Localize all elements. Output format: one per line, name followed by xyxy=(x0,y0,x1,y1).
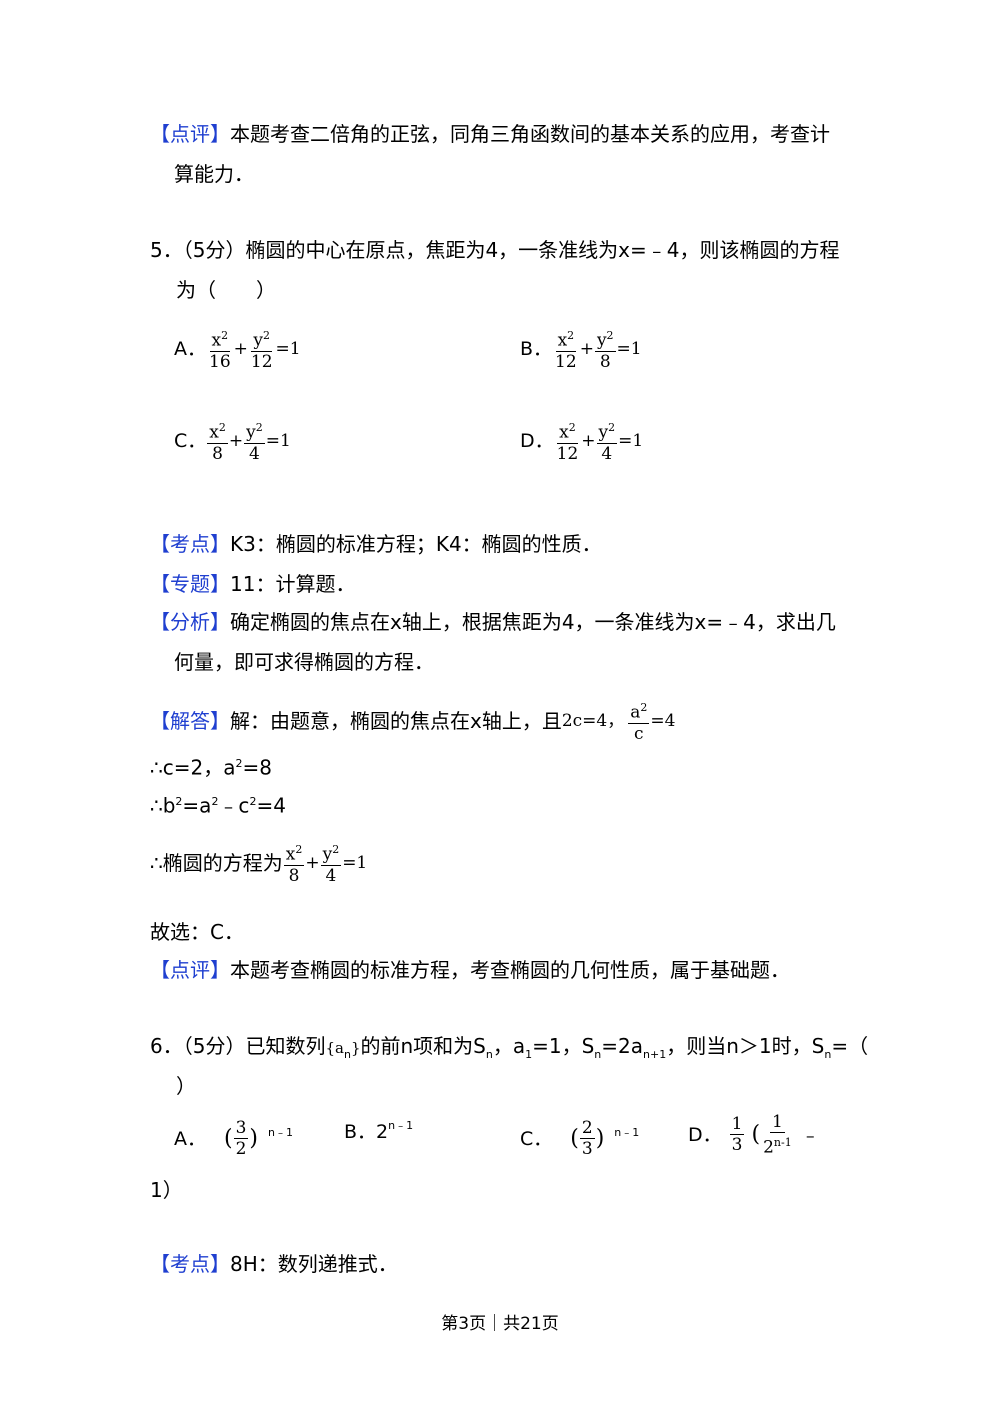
q5-stem-cont: 为（ ） xyxy=(176,278,276,302)
q5-step-1: ∴c=2，a2=8 xyxy=(150,755,272,780)
q5-kaodian: 【考点】K3：椭圆的标准方程；K4：椭圆的性质． xyxy=(150,530,602,558)
q5-step-2: ∴b2=a2﹣c2=4 xyxy=(150,793,286,818)
review-line-2: 算能力． xyxy=(174,160,254,188)
review-tag: 【点评】 xyxy=(150,122,230,146)
jieda-eq1: 2c=4， xyxy=(561,710,625,731)
equation-rhs: =1 xyxy=(265,430,291,451)
dianping-tag: 【点评】 xyxy=(150,958,230,982)
q6-stem-line-2: ） xyxy=(176,1074,196,1098)
option-label: A． xyxy=(174,337,206,360)
kaodian-text: K3：椭圆的标准方程；K4：椭圆的性质． xyxy=(230,532,602,556)
option-label: B． xyxy=(520,337,553,360)
kaodian-tag: 【考点】 xyxy=(150,532,230,556)
fenxi-tag: 【分析】 xyxy=(150,610,230,634)
option-label: C． xyxy=(174,429,207,452)
q6-stem-line-1: 6．（5分）已知数列{an}的前n项和为Sn，a1=1，Sn=2an+1，则当n… xyxy=(150,1034,869,1061)
dianping-text: 本题考查椭圆的标准方程，考查椭圆的几何性质，属于基础题． xyxy=(230,958,790,982)
review-line-1: 【点评】本题考查二倍角的正弦，同角三角函数间的基本关系的应用，考查计 xyxy=(150,120,830,148)
kaodian-text: 8H：数列递推式． xyxy=(230,1252,398,1276)
q6-option-d-cont: 1） xyxy=(150,1178,183,1202)
review-text-cont: 算能力． xyxy=(174,162,254,186)
jieda-tag: 【解答】 xyxy=(150,708,230,733)
equation-rhs: =1 xyxy=(275,338,301,359)
equation-rhs: =1 xyxy=(616,338,642,359)
q5-answer: 故选：C． xyxy=(150,918,244,946)
equation-rhs: =1 xyxy=(618,430,644,451)
jieda-rhs: =4 xyxy=(650,710,676,731)
q5-stem: 5．（5分）椭圆的中心在原点，焦距为4，一条准线为x=﹣4，则该椭圆的方程 xyxy=(150,238,840,262)
answer-text: 故选：C． xyxy=(150,920,244,944)
q5-zhuanti: 【专题】11：计算题． xyxy=(150,570,355,598)
q5-stem-line-1: 5．（5分）椭圆的中心在原点，焦距为4，一条准线为x=﹣4，则该椭圆的方程 xyxy=(150,236,840,264)
page-footer: 第3页｜共21页 xyxy=(441,1314,559,1334)
q5-fenxi-cont: 何量，即可求得椭圆的方程． xyxy=(174,648,434,676)
q5-dianping: 【点评】本题考查椭圆的标准方程，考查椭圆的几何性质，属于基础题． xyxy=(150,956,790,984)
q6-kaodian: 【考点】8H：数列递推式． xyxy=(150,1250,398,1278)
fenxi-text-cont: 何量，即可求得椭圆的方程． xyxy=(174,650,434,674)
kaodian-tag: 【考点】 xyxy=(150,1252,230,1276)
zhuanti-text: 11：计算题． xyxy=(230,572,356,596)
review-text: 本题考查二倍角的正弦，同角三角函数间的基本关系的应用，考查计 xyxy=(230,122,830,146)
option-label: D． xyxy=(520,429,554,452)
q5-stem-line-2: 为（ ） xyxy=(176,276,276,304)
jieda-text: 解：由题意，椭圆的焦点在x轴上，且 xyxy=(230,708,562,733)
fenxi-text: 确定椭圆的焦点在x轴上，根据焦距为4，一条准线为x=﹣4，求出几 xyxy=(230,610,836,634)
q5-fenxi: 【分析】确定椭圆的焦点在x轴上，根据焦距为4，一条准线为x=﹣4，求出几 xyxy=(150,608,836,636)
zhuanti-tag: 【专题】 xyxy=(150,572,230,596)
